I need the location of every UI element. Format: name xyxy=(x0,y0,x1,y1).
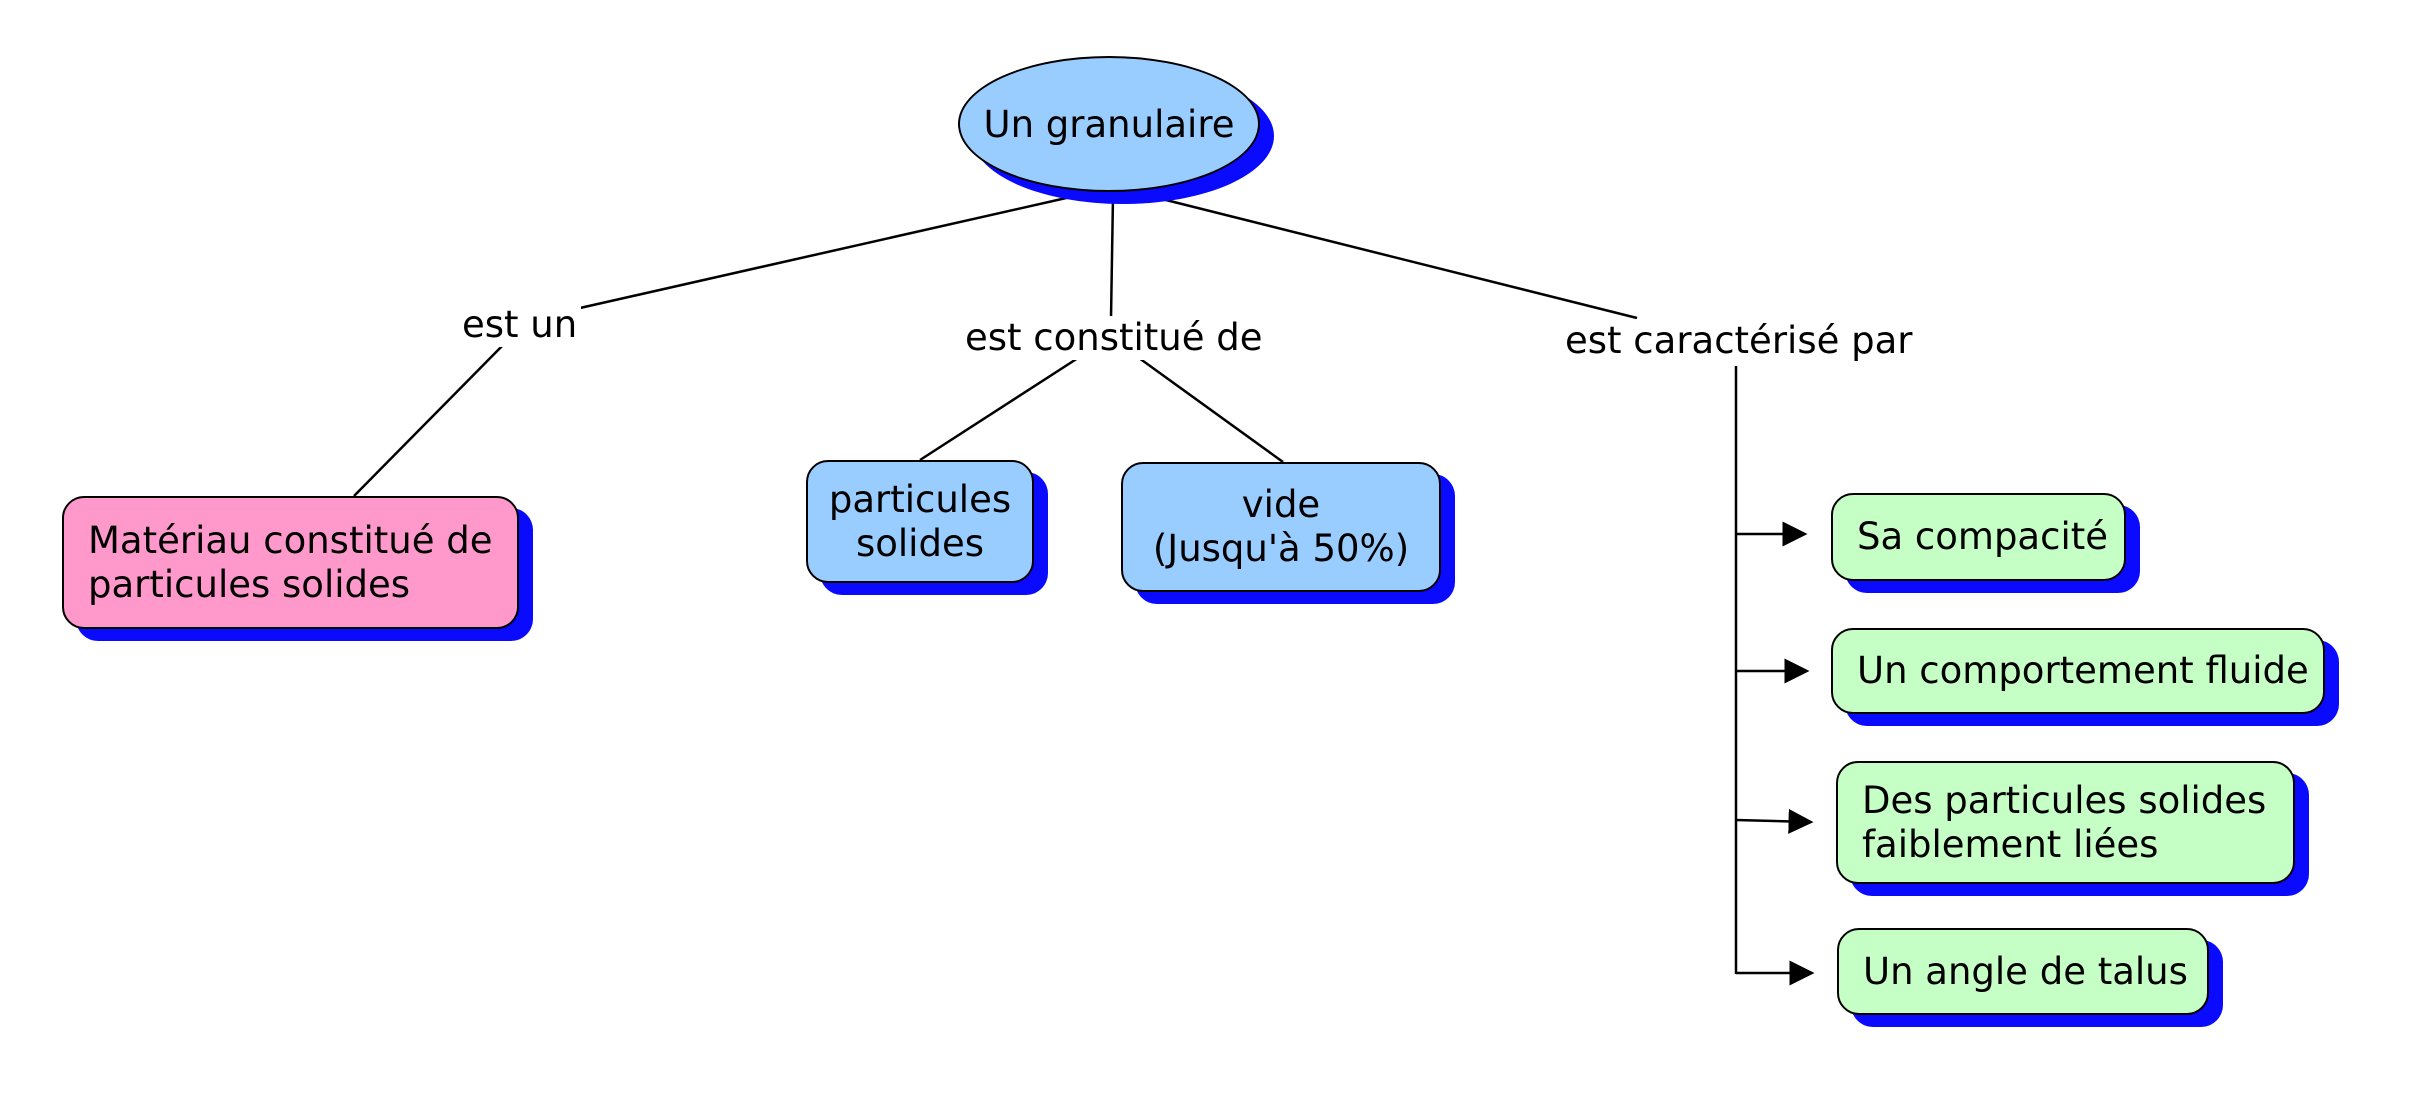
concept-compacity-label: Sa compacité xyxy=(1857,515,2108,558)
concept-void: vide (Jusqu'à 50%) xyxy=(1121,462,1441,592)
concept-material-label: Matériau constitué de particules solides xyxy=(88,518,493,606)
concept-weakly-bound-particles-label: Des particules solides faiblement liées xyxy=(1862,778,2267,866)
line-root-to-est-caracterise xyxy=(1149,194,1638,320)
concept-repose-angle-label: Un angle de talus xyxy=(1863,949,2188,993)
link-label-est-un: est un xyxy=(458,303,582,347)
line-est-un-to-material xyxy=(353,339,509,497)
arrow-to-weakly-bound xyxy=(1735,808,1814,834)
link-label-est-constitue-de: est constitué de xyxy=(961,316,1267,360)
concept-fluid-behavior-label: Un comportement fluide xyxy=(1857,649,2309,692)
concept-weakly-bound-particles: Des particules solides faiblement liées xyxy=(1836,761,2295,884)
line-root-to-est-constitue xyxy=(1109,195,1115,319)
root-concept-label: Un granulaire xyxy=(983,102,1235,146)
line-constitue-to-void xyxy=(1138,356,1284,464)
concept-compacity: Sa compacité xyxy=(1831,493,2126,581)
concept-material: Matériau constitué de particules solides xyxy=(62,496,519,629)
link-label-est-caracterise-par: est caractérisé par xyxy=(1561,319,1917,363)
concept-void-label: vide (Jusqu'à 50%) xyxy=(1152,483,1410,570)
line-constitue-to-particles xyxy=(919,356,1079,462)
line-root-to-est-un xyxy=(579,194,1076,310)
concept-repose-angle: Un angle de talus xyxy=(1837,928,2209,1015)
concept-fluid-behavior: Un comportement fluide xyxy=(1831,628,2325,714)
concept-solid-particles: particules solides xyxy=(806,460,1034,583)
concept-solid-particles-label: particules solides xyxy=(828,477,1012,565)
root-concept-ellipse: Un granulaire xyxy=(958,56,1260,192)
